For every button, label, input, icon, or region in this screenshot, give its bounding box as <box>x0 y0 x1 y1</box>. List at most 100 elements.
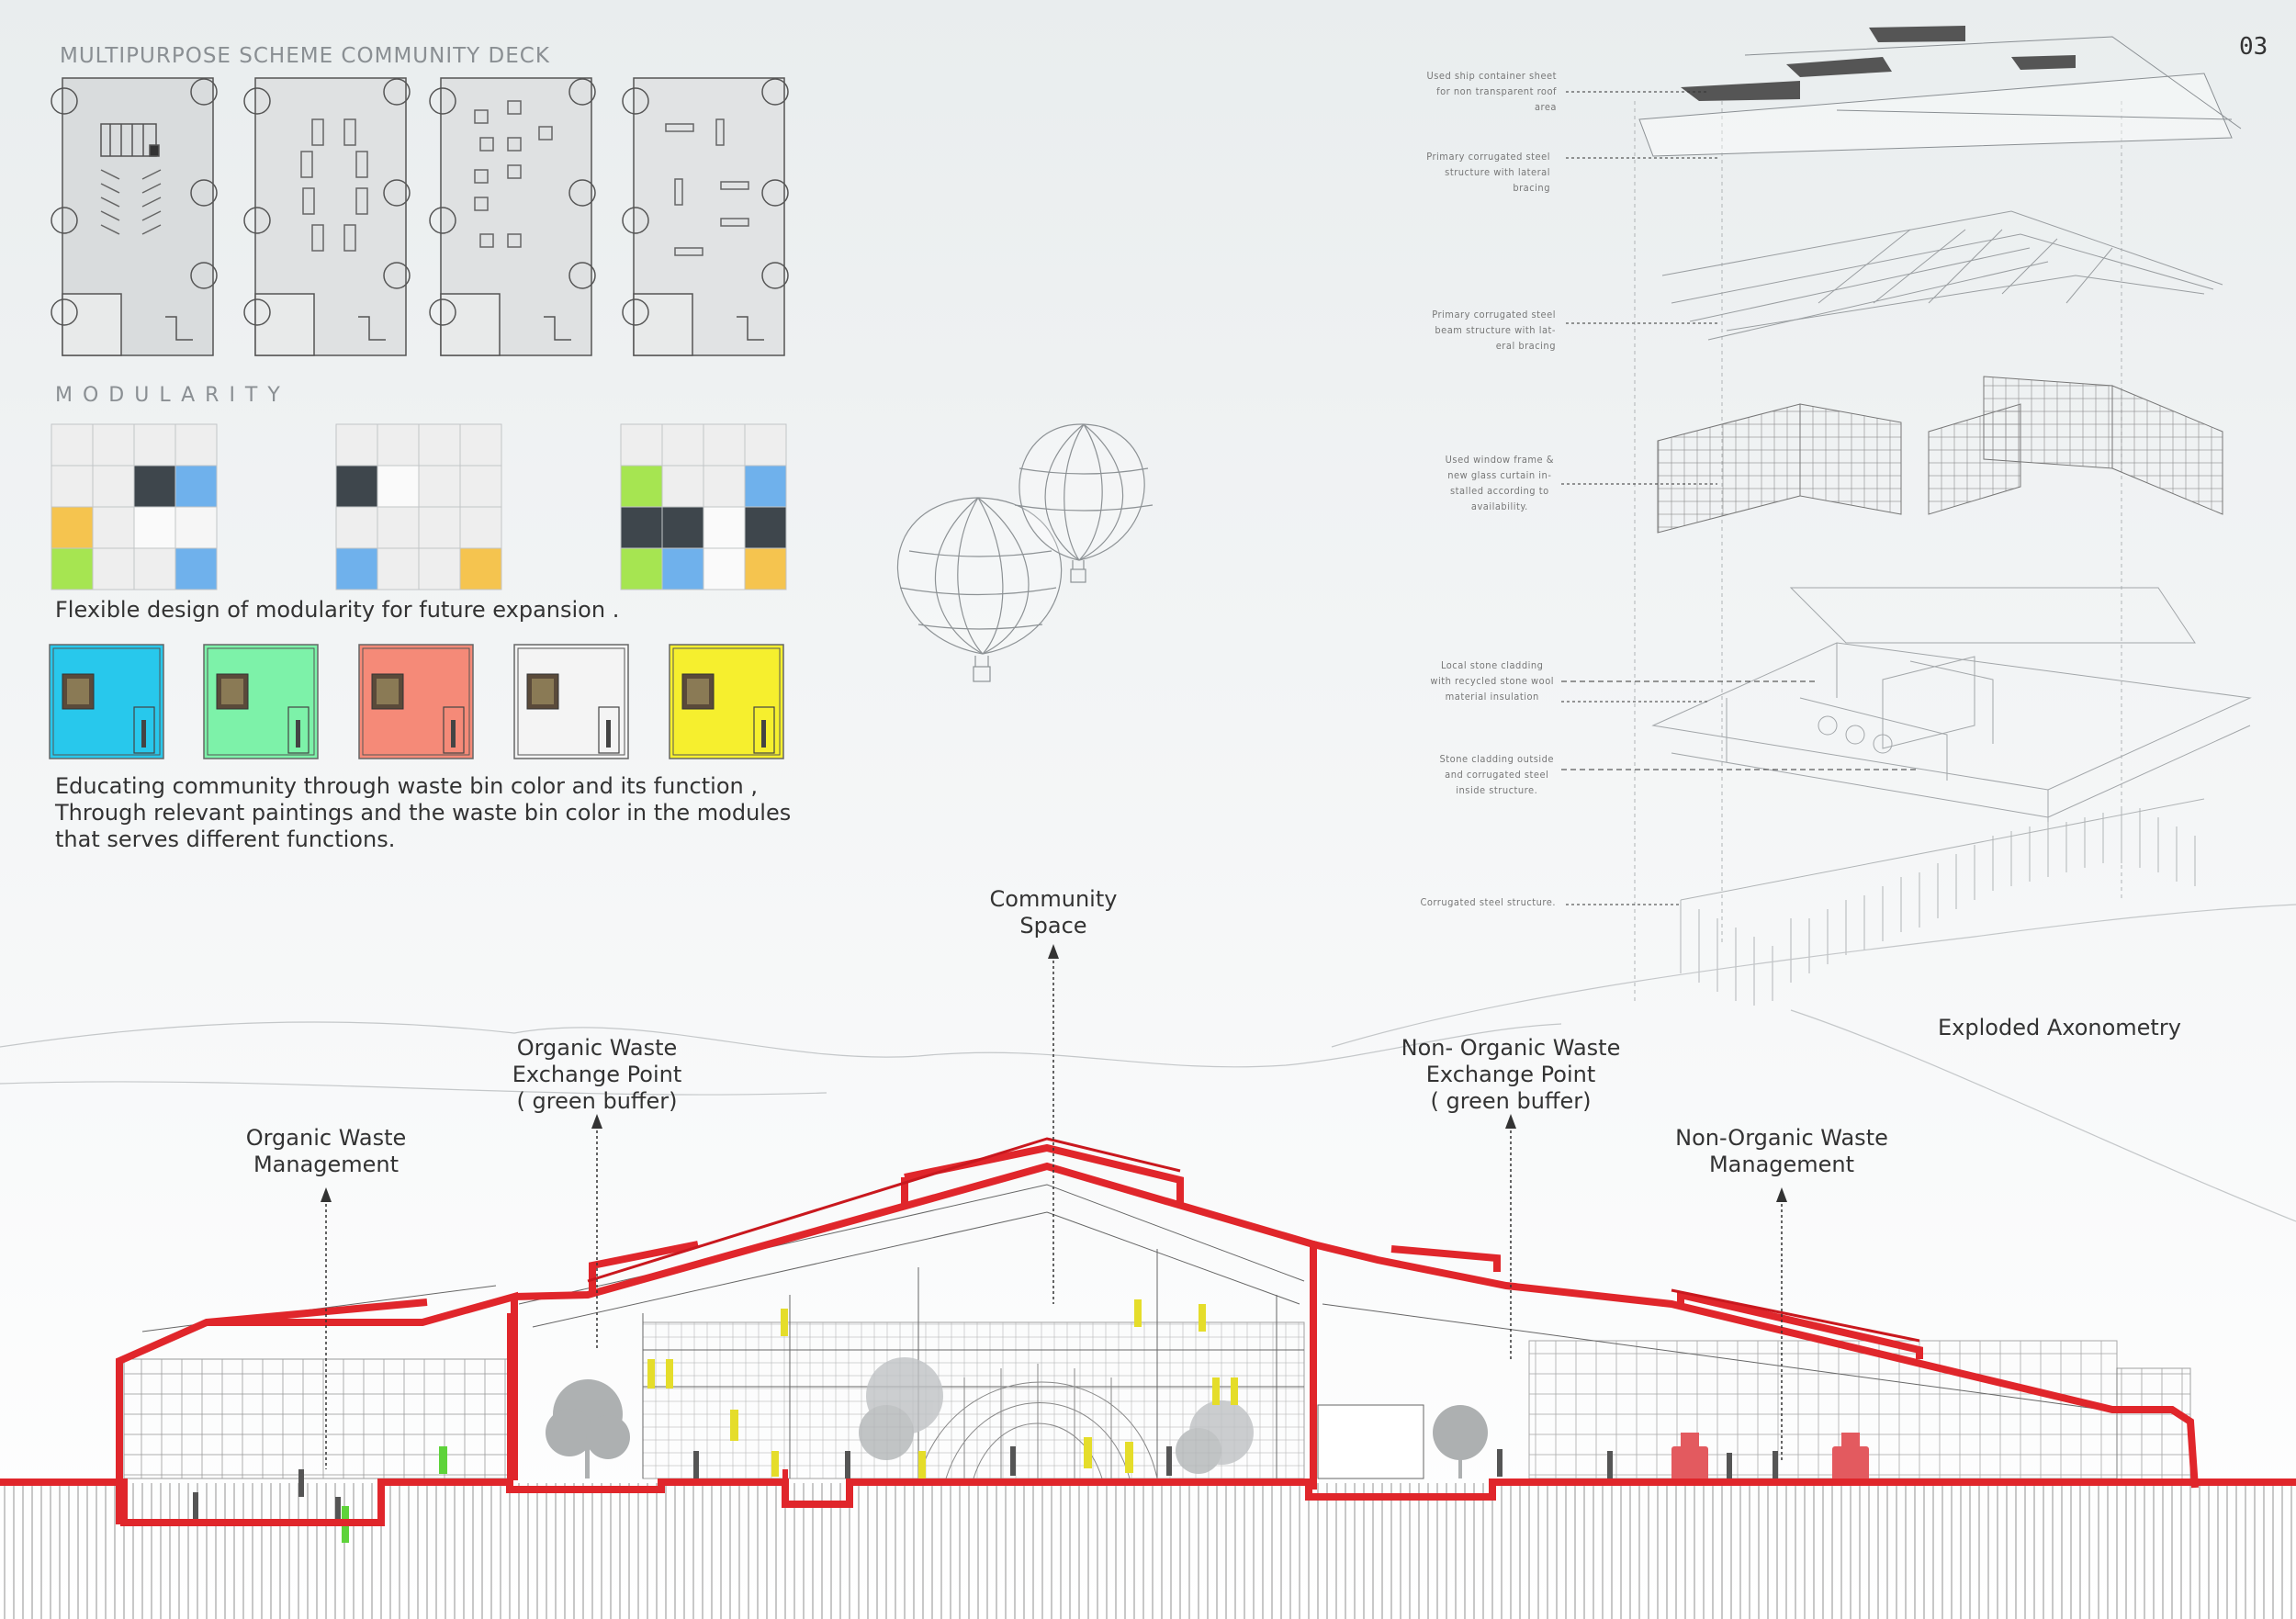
modularity-cell <box>133 506 176 549</box>
label-line: ( green buffer) <box>1430 1088 1592 1114</box>
axo-note-3-line: beam structure with lat- <box>1435 324 1556 336</box>
axo-note-2-line: Primary corrugated steel <box>1426 151 1550 163</box>
modularity-cell <box>459 547 502 590</box>
label-organic-management: Organic Waste Management <box>216 1125 436 1178</box>
bin-painting-canvas <box>377 679 399 704</box>
modularity-cell <box>418 465 461 508</box>
axo-note-5: Local stone cladding with recycled stone… <box>1430 658 1554 704</box>
axo-note-1-line: for non transparent roof <box>1436 85 1557 97</box>
label-arrows <box>321 944 1787 1469</box>
bin-door-bin <box>761 720 766 748</box>
deck-plans <box>51 77 789 356</box>
axo-note-3-line: Primary corrugated steel <box>1432 309 1556 320</box>
bin-painting-canvas <box>687 679 709 704</box>
bins-caption-line-1: Educating community through waste bin co… <box>55 773 758 799</box>
axo-note-4: Used window frame & new glass curtain in… <box>1446 452 1554 514</box>
bins-caption-line-2: Through relevant paintings and the waste… <box>55 800 792 826</box>
label-line: Exchange Point <box>512 1062 682 1087</box>
label-nonorganic-exchange: Non- Organic Waste Exchange Point ( gree… <box>1378 1035 1644 1115</box>
balloon-right <box>1014 423 1154 583</box>
modularity-cell <box>51 506 94 549</box>
central-arch <box>917 1364 1158 1479</box>
label-line: Management <box>253 1152 400 1177</box>
axo-note-7-line: Corrugated steel structure. <box>1420 896 1556 908</box>
modularity-cell <box>377 465 420 508</box>
modularity-cell <box>92 465 135 508</box>
modularity-cell <box>174 423 218 467</box>
waste-bin-module-1 <box>49 644 164 759</box>
label-line: Community <box>989 886 1118 912</box>
modularity-cell <box>174 506 218 549</box>
modularity-cell <box>703 423 746 467</box>
modularity-cell <box>703 506 746 549</box>
modularity-cell <box>661 423 704 467</box>
axo-note-5-line: Local stone cladding <box>1440 659 1544 671</box>
bin-door-bin <box>141 720 146 748</box>
waste-bin-module-5 <box>669 644 784 759</box>
modularity-grid-3 <box>620 423 787 590</box>
modularity-cell <box>620 547 663 590</box>
modularity-cell <box>418 506 461 549</box>
modularity-cell <box>92 423 135 467</box>
modularity-cell <box>377 423 420 467</box>
modularity-heading: MODULARITY <box>55 384 290 407</box>
bin-module-inner <box>672 647 781 756</box>
bin-door <box>753 706 775 754</box>
label-line: ( green buffer) <box>516 1088 678 1114</box>
axo-note-1-line: Used ship container sheet <box>1426 70 1557 82</box>
modularity-cell <box>335 547 378 590</box>
modularity-cell <box>335 465 378 508</box>
label-line: Organic Waste <box>516 1035 678 1061</box>
axo-note-2-line: bracing <box>1513 182 1550 194</box>
axo-note-6-line: inside structure. <box>1456 784 1538 796</box>
bin-door-bin <box>296 720 300 748</box>
waste-bin-module-4 <box>513 644 629 759</box>
modularity-cell <box>703 465 746 508</box>
modularity-cell <box>459 506 502 549</box>
background-hills <box>0 904 2296 1222</box>
axo-note-3-line: eral bracing <box>1495 340 1556 352</box>
bin-door-bin <box>451 720 456 748</box>
section-trees <box>546 1357 1488 1478</box>
axo-note-6-line: and corrugated steel <box>1445 769 1549 781</box>
bins-caption: Educating community through waste bin co… <box>55 773 791 853</box>
axo-note-1-line: area <box>1534 101 1557 113</box>
label-nonorganic-management: Non-Organic Waste Management <box>1658 1125 1906 1178</box>
axo-note-4-line: stalled according to <box>1450 485 1549 497</box>
balloon-left <box>896 497 1063 682</box>
axo-note-5-line: material insulation <box>1445 691 1539 703</box>
modularity-cell <box>133 465 176 508</box>
bin-door <box>443 706 465 754</box>
axo-note-6: Stone cladding outside and corrugated st… <box>1440 751 1554 798</box>
modularity-cell <box>51 547 94 590</box>
modularity-cell <box>133 547 176 590</box>
bins-caption-line-3: that serves different functions. <box>55 826 396 852</box>
axo-note-2-line: structure with lateral <box>1445 166 1550 178</box>
deck-title: MULTIPURPOSE SCHEME COMMUNITY DECK <box>60 44 550 68</box>
bin-painting-canvas <box>532 679 554 704</box>
bin-module-inner <box>362 647 470 756</box>
bin-module-inner <box>52 647 161 756</box>
axo-note-3: Primary corrugated steel beam structure … <box>1432 307 1556 354</box>
modularity-cell <box>335 423 378 467</box>
deck-plan-3 <box>429 77 596 356</box>
modularity-cell <box>744 547 787 590</box>
bin-door-bin <box>606 720 611 748</box>
axonometry-title: Exploded Axonometry <box>1938 1015 2181 1040</box>
modularity-cell <box>92 547 135 590</box>
modularity-cell <box>661 547 704 590</box>
modularity-cell <box>661 506 704 549</box>
modularity-cell <box>377 547 420 590</box>
section-outline-red <box>0 1143 2296 1526</box>
modularity-cell <box>620 465 663 508</box>
label-line: Organic Waste <box>245 1125 407 1151</box>
modularity-cell <box>661 465 704 508</box>
modularity-cell <box>744 465 787 508</box>
axo-note-2: Primary corrugated steel structure with … <box>1426 149 1550 196</box>
modularity-cell <box>459 423 502 467</box>
label-organic-exchange: Organic Waste Exchange Point ( green buf… <box>487 1035 707 1115</box>
waste-bin-module-2 <box>203 644 319 759</box>
axo-note-4-line: availability. <box>1470 500 1528 512</box>
axo-note-1: Used ship container sheet for non transp… <box>1426 68 1557 115</box>
